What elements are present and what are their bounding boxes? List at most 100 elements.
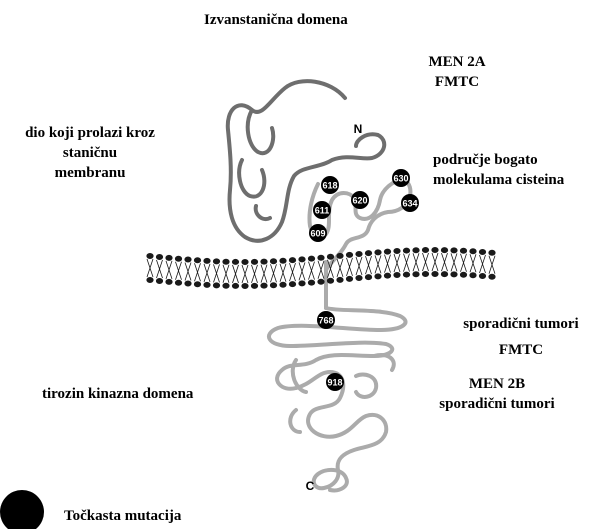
lipid-head xyxy=(460,248,467,254)
mutation-918: 918 xyxy=(326,373,344,391)
lipid-head xyxy=(479,273,486,279)
transmembrane-label: dio koji prolazi kroz staničnu membranu xyxy=(2,123,178,183)
lipid-head xyxy=(213,282,220,288)
lipid-head xyxy=(156,278,163,284)
mutation-620: 620 xyxy=(351,191,369,209)
mutation-618: 618 xyxy=(321,176,339,194)
lipid-head xyxy=(327,254,334,260)
mutation-611: 611 xyxy=(313,201,331,219)
mutation-634: 634 xyxy=(401,194,419,212)
lipid-head xyxy=(355,251,362,257)
lipid-head xyxy=(469,248,476,254)
lipid-head xyxy=(469,272,476,278)
lipid-head xyxy=(270,282,277,288)
n-terminus-label: N xyxy=(354,122,363,136)
transmembrane-line-1: dio koji prolazi kroz xyxy=(2,123,178,143)
men2b-sporadic-label: MEN 2B sporadični tumori xyxy=(432,374,562,414)
lipid-head xyxy=(346,276,353,282)
lipid-head xyxy=(336,253,343,259)
extracellular-domain-label: Izvanstanična domena xyxy=(204,10,348,30)
mutation-768-label: 768 xyxy=(318,316,333,326)
lipid-head xyxy=(393,272,400,278)
lipid-head xyxy=(441,271,448,277)
lipid-head xyxy=(355,275,362,281)
lipid-head xyxy=(184,257,191,263)
lipid-head xyxy=(260,259,267,265)
lipid-head xyxy=(365,250,372,256)
kinase-domain-label: tirozin kinazna domena xyxy=(42,384,193,404)
sporadic-tumors-label-1: sporadični tumori xyxy=(450,314,592,334)
transmembrane-line-2: staničnu xyxy=(2,143,178,163)
lipid-head xyxy=(241,259,248,265)
mutation-618-label: 618 xyxy=(322,181,337,191)
men2a-fmtc-label: MEN 2A FMTC xyxy=(422,52,492,92)
lipid-head xyxy=(422,247,429,253)
lipid-head xyxy=(384,249,391,255)
lipid-head xyxy=(194,281,201,287)
lipid-head xyxy=(308,256,315,262)
lipid-head xyxy=(336,277,343,283)
lipid-head xyxy=(270,258,277,264)
lipid-head xyxy=(241,283,248,289)
lipid-head xyxy=(488,250,495,256)
lipid-head xyxy=(412,271,419,277)
mutation-611-label: 611 xyxy=(315,206,330,216)
c-terminus-label: C xyxy=(306,479,315,493)
mutation-620-label: 620 xyxy=(352,196,367,206)
sporadic-tumors-label-2: sporadični tumori xyxy=(432,394,562,414)
fmtc-top-label: FMTC xyxy=(422,72,492,92)
lipid-head xyxy=(431,247,438,253)
lipid-head xyxy=(194,257,201,263)
lipid-head xyxy=(403,248,410,254)
legend-mutation-dot xyxy=(0,490,44,529)
mutation-768: 768 xyxy=(317,311,335,329)
lipid-head xyxy=(156,254,163,260)
lipid-head xyxy=(232,283,239,289)
lipid-head xyxy=(203,258,210,264)
lipid-head xyxy=(479,249,486,255)
lipid-head xyxy=(393,248,400,254)
cysteine-rich-label: područje bogato molekulama cisteina xyxy=(433,150,564,190)
men2b-label: MEN 2B xyxy=(432,374,562,394)
cysteine-line-2: molekulama cisteina xyxy=(433,170,564,190)
lipid-head xyxy=(460,272,467,278)
lipid-bilayer-membrane xyxy=(146,247,495,289)
lipid-head xyxy=(279,282,286,288)
lipid-head xyxy=(251,283,258,289)
lipid-head xyxy=(317,255,324,261)
lipid-head xyxy=(184,281,191,287)
lipid-head xyxy=(403,272,410,278)
lipid-head xyxy=(488,274,495,280)
lipid-head xyxy=(308,280,315,286)
kinase-domain-chain xyxy=(269,308,406,490)
mutation-630-label: 630 xyxy=(393,174,408,184)
lipid-head xyxy=(165,255,172,261)
fmtc-mid-label: FMTC xyxy=(450,340,592,360)
lipid-head xyxy=(279,258,286,264)
mutation-630: 630 xyxy=(392,169,410,187)
lipid-head xyxy=(175,256,182,262)
cysteine-line-1: područje bogato xyxy=(433,150,564,170)
lipid-head xyxy=(213,258,220,264)
lipid-head xyxy=(346,252,353,258)
lipid-head xyxy=(175,280,182,286)
lipid-head xyxy=(327,278,334,284)
lipid-head xyxy=(289,281,296,287)
lipid-head xyxy=(365,274,372,280)
lipid-head xyxy=(260,283,267,289)
legend-point-mutation-label: Točkasta mutacija xyxy=(64,506,181,526)
extracellular-inner-loops xyxy=(239,110,273,219)
lipid-head xyxy=(431,271,438,277)
lipid-head xyxy=(422,271,429,277)
mutation-609: 609 xyxy=(309,224,327,242)
lipid-head xyxy=(374,249,381,255)
lipid-head xyxy=(450,247,457,253)
lipid-head xyxy=(384,273,391,279)
sporadic-fmtc-label: sporadični tumori FMTC xyxy=(450,314,592,360)
lipid-head xyxy=(441,247,448,253)
lipid-head xyxy=(450,271,457,277)
mutation-634-label: 634 xyxy=(402,199,417,209)
transmembrane-line-3: membranu xyxy=(2,163,178,183)
lipid-head xyxy=(251,259,258,265)
